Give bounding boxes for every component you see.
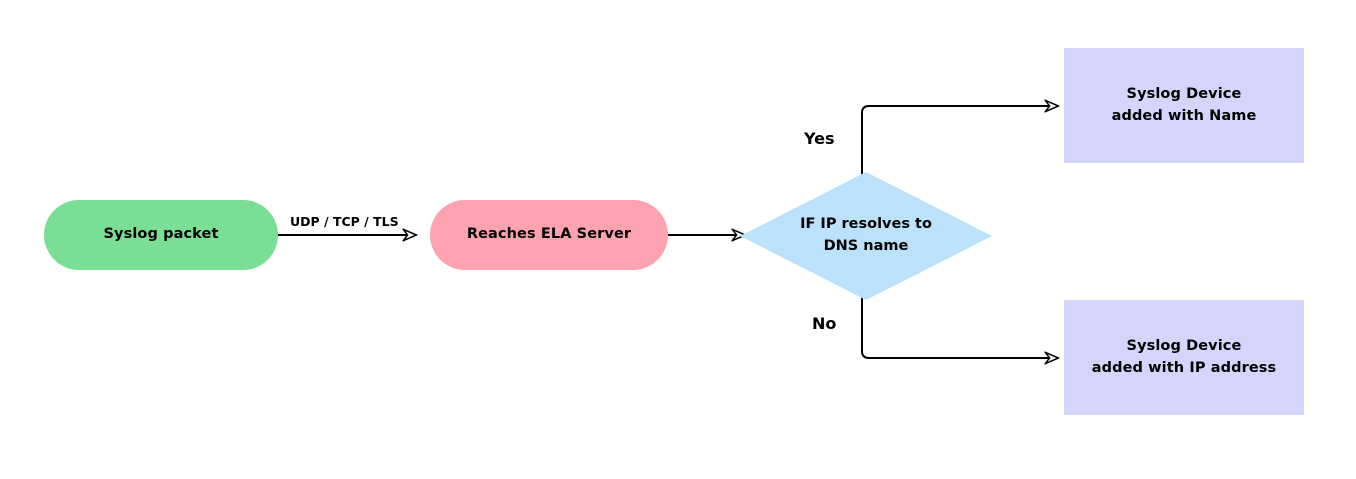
node-decision-ip-resolves[interactable]: IF IP resolves to DNS name [740, 172, 992, 300]
node-result-added-with-name[interactable]: Syslog Device added with Name [1064, 48, 1304, 163]
edge-decision-yes [861, 106, 1058, 250]
edge-decision-no [861, 228, 1058, 358]
node-result-added-with-name-label: Syslog Device added with Name [1111, 86, 1257, 124]
node-decision-ip-resolves-label: IF IP resolves to DNS name [800, 216, 932, 254]
node-syslog-packet-label: Syslog packet [103, 226, 219, 243]
decision-diamond-shape [740, 172, 992, 300]
edge-label-no: No [812, 314, 837, 333]
node-reaches-ela-server-label: Reaches ELA Server [466, 226, 632, 243]
node-result-added-with-ip-label: Syslog Device added with IP address [1091, 338, 1277, 376]
edge-label-yes: Yes [804, 129, 835, 148]
edge-label-protocols: UDP / TCP / TLS [290, 214, 399, 229]
node-syslog-packet[interactable]: Syslog packet [44, 200, 278, 270]
node-reaches-ela-server[interactable]: Reaches ELA Server [430, 200, 668, 270]
node-result-added-with-ip[interactable]: Syslog Device added with IP address [1064, 300, 1304, 415]
